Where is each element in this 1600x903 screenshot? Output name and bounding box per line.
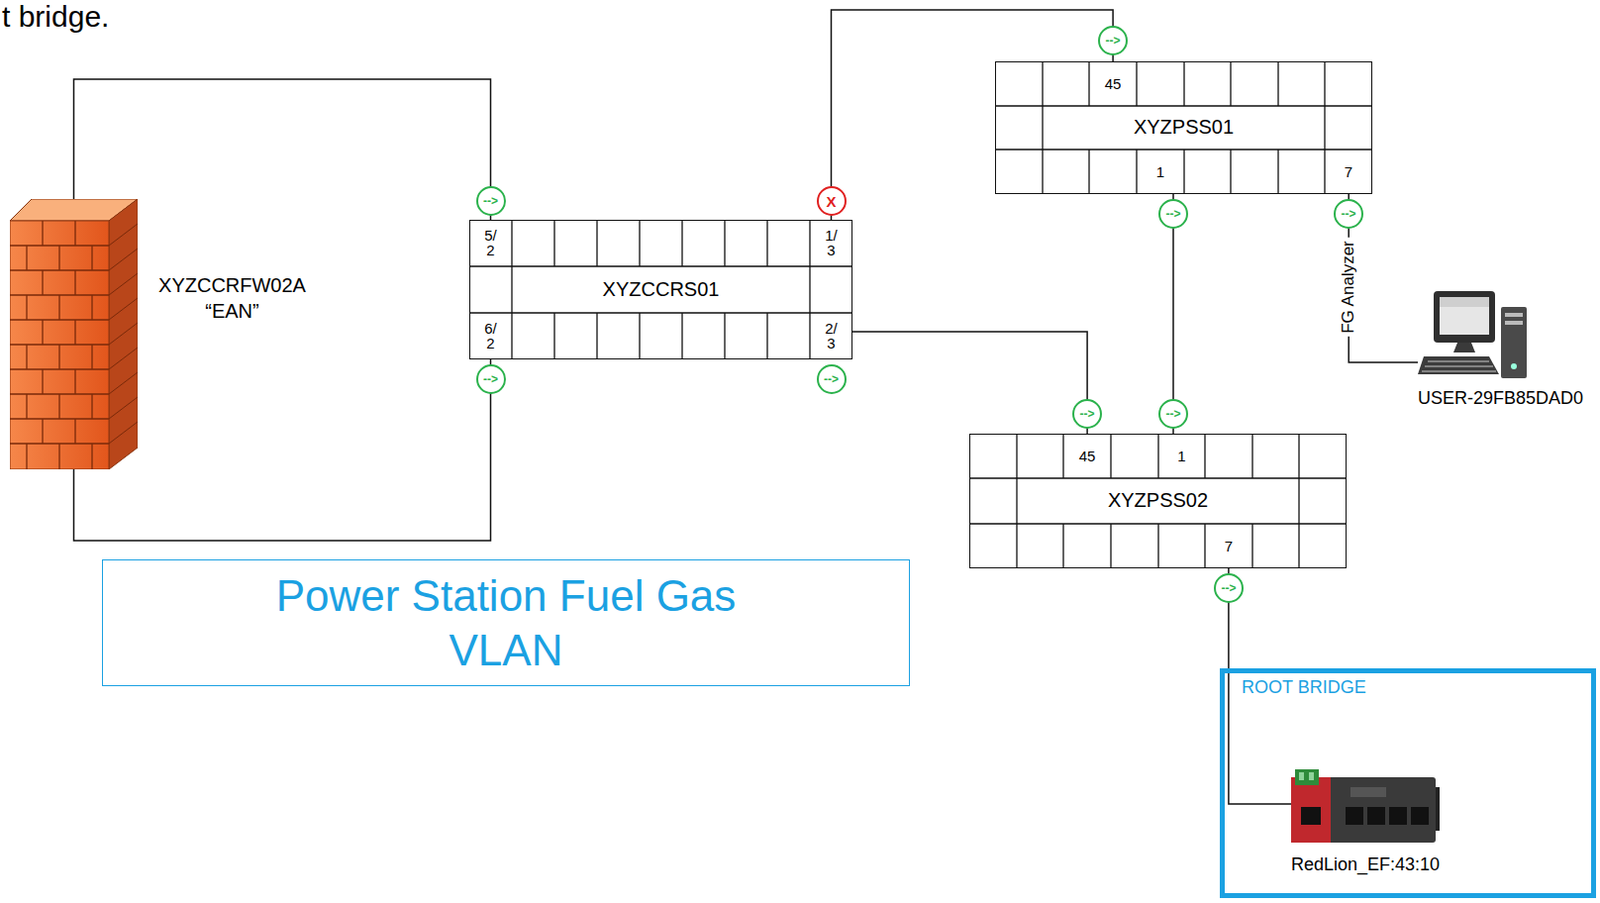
link-label: FG Analyzer <box>1338 237 1359 337</box>
firewall-node: XYZCCRFW02A “EAN” <box>9 199 138 470</box>
forwarding-status: --> <box>1158 399 1189 429</box>
title-box: Power Station Fuel Gas VLAN <box>101 559 910 687</box>
forwarding-status: --> <box>1158 199 1189 229</box>
workstation-node: USER-29FB85DAD0 <box>1417 289 1529 385</box>
device-label: RedLion_EF:43:10 <box>1291 854 1440 877</box>
forwarding-status: --> <box>1333 199 1364 229</box>
switch-name: XYZPSS01 <box>996 105 1372 151</box>
device-label: XYZCCRFW02A “EAN” <box>145 272 319 324</box>
network-link <box>831 9 1114 220</box>
port-number: 2/ 3 <box>819 320 844 353</box>
title-text: Power Station Fuel Gas VLAN <box>238 568 774 678</box>
port-number: 6/ 2 <box>479 320 503 353</box>
port-number: 7 <box>1216 538 1241 555</box>
region-label: ROOT BRIDGE <box>1241 677 1367 700</box>
forwarding-status: --> <box>1213 573 1244 603</box>
switch-box: XYZPSS01 <box>995 61 1373 195</box>
slide-fragment: t bridge. <box>1 0 109 33</box>
host-name: USER-29FB85DAD0 <box>1417 388 1584 410</box>
port-number: 1 <box>1148 164 1173 181</box>
root-bridge-box: ROOT BRIDGE RedLion_EF:43:10 <box>1219 668 1597 899</box>
switch-name: XYZPSS02 <box>970 478 1346 523</box>
blocked-status: X <box>816 186 847 216</box>
port-number: 45 <box>1100 76 1125 93</box>
port-number: 5/ 2 <box>479 227 503 260</box>
forwarding-status: --> <box>816 364 847 395</box>
switch-box: XYZCCRS01 <box>469 219 853 360</box>
redlion-node: RedLion_EF:43:10 <box>1291 767 1440 849</box>
port-number: 1 <box>1170 448 1195 465</box>
forwarding-status: --> <box>476 186 506 216</box>
network-link <box>1172 194 1175 434</box>
redlion-device-icon <box>1291 767 1440 849</box>
port-number: 1/ 3 <box>819 227 844 260</box>
switch-name: XYZCCRS01 <box>470 266 852 313</box>
forwarding-status: --> <box>476 364 506 395</box>
workstation-icon <box>1417 289 1529 385</box>
port-number: 7 <box>1336 164 1361 181</box>
port-number: 45 <box>1075 448 1100 465</box>
firewall-icon <box>9 199 138 470</box>
switch-box: XYZPSS02 <box>969 433 1347 569</box>
forwarding-status: --> <box>1098 25 1128 56</box>
network-link <box>852 331 1088 434</box>
forwarding-status: --> <box>1072 399 1102 429</box>
